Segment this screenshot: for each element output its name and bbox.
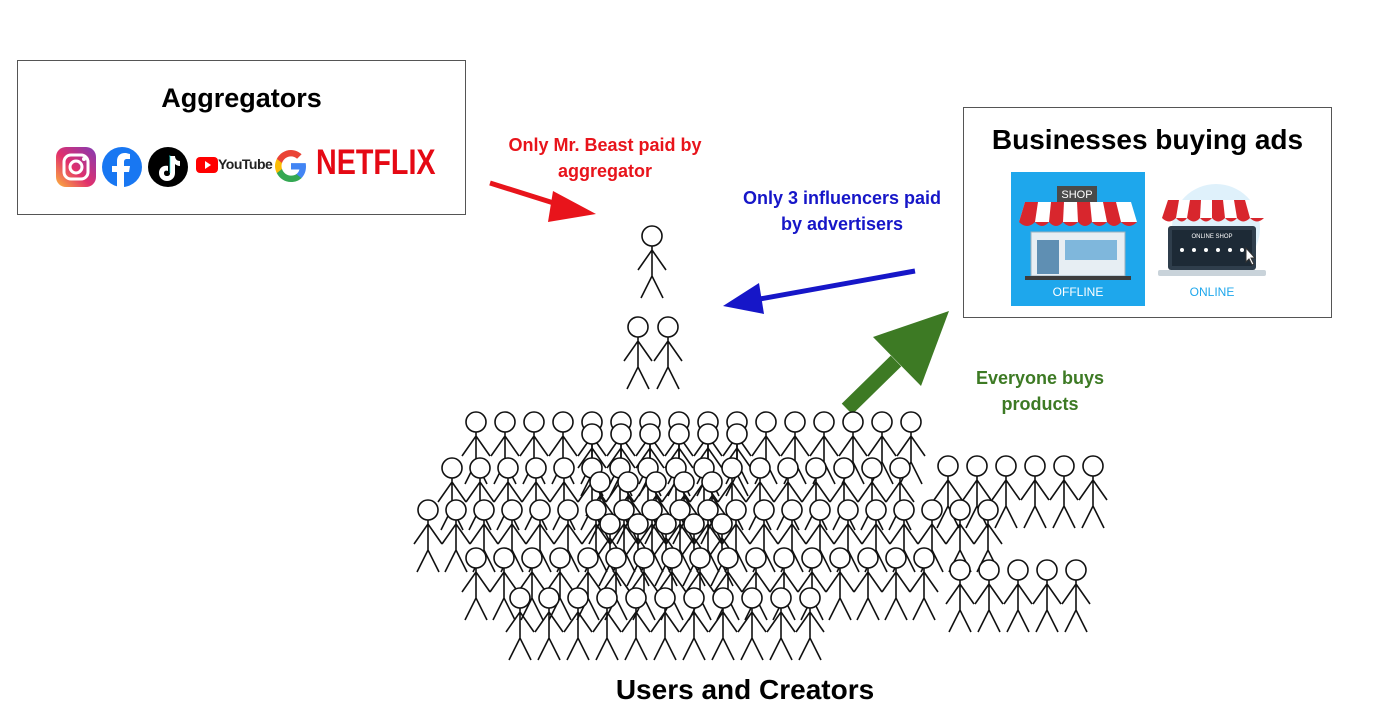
stick-figure xyxy=(1020,455,1050,529)
everyone-buys-label: Everyone buys products xyxy=(975,368,1105,414)
stick-figure xyxy=(1049,455,1079,529)
stick-figure xyxy=(581,499,611,573)
instagram-icon xyxy=(56,147,96,187)
influencers-label: Only 3 influencers paid by advertisers xyxy=(742,188,942,234)
stick-figure xyxy=(933,455,963,529)
stick-figure xyxy=(577,423,607,497)
offline-label: OFFLINE xyxy=(1053,285,1104,299)
stick-figure xyxy=(553,499,583,573)
stick-figure xyxy=(548,411,578,485)
stick-figure xyxy=(505,587,535,661)
stick-figure xyxy=(413,499,443,573)
blue-arrow xyxy=(723,268,916,314)
stick-figure xyxy=(974,559,1004,633)
stick-figure xyxy=(867,411,897,485)
stick-figure xyxy=(909,547,939,621)
mr-beast-label: Only Mr. Beast paid by aggregator xyxy=(508,135,702,181)
shop-sign: SHOP xyxy=(1061,189,1092,201)
stick-figure xyxy=(517,547,547,621)
stick-figure xyxy=(917,499,947,573)
netflix-logo: NETFLIX xyxy=(316,143,436,182)
stick-figure xyxy=(795,587,825,661)
stick-figure xyxy=(545,547,575,621)
stick-figure xyxy=(679,587,709,661)
stick-figure xyxy=(592,587,622,661)
stick-figure-influencer xyxy=(653,316,683,390)
stick-figure xyxy=(693,499,723,573)
youtube-icon xyxy=(196,157,218,173)
stick-figure xyxy=(665,499,695,573)
users-and-creators-title: Users and Creators xyxy=(615,674,875,705)
stick-figure xyxy=(563,587,593,661)
stick-figure xyxy=(766,587,796,661)
stick-figure xyxy=(777,499,807,573)
stick-figure xyxy=(629,547,659,621)
stick-figure xyxy=(1078,455,1108,529)
youtube-wordmark: YouTube xyxy=(218,156,273,172)
stick-figure xyxy=(945,559,975,633)
stick-figure xyxy=(1003,559,1033,633)
stick-figure xyxy=(861,499,891,573)
stick-figure xyxy=(769,547,799,621)
stick-figure xyxy=(809,411,839,485)
stick-figure xyxy=(833,499,863,573)
google-icon xyxy=(275,150,306,182)
stick-figure xyxy=(465,457,495,531)
stick-figure xyxy=(749,499,779,573)
stick-figure xyxy=(657,547,687,621)
stick-figure xyxy=(497,499,527,573)
stick-figure xyxy=(881,547,911,621)
aggregators-box: Aggregators YouTube xyxy=(17,60,466,215)
stick-figure xyxy=(1032,559,1062,633)
stick-figure xyxy=(469,499,499,573)
offline-shop-icon: SHOP OFFLINE xyxy=(1011,172,1145,306)
stick-figure xyxy=(797,547,827,621)
stick-figure xyxy=(637,499,667,573)
stick-figure xyxy=(1061,559,1091,633)
stick-figure xyxy=(737,587,767,661)
stick-figure xyxy=(838,411,868,485)
stick-figure xyxy=(609,499,639,573)
stick-figure xyxy=(853,547,883,621)
stick-figure xyxy=(991,455,1021,529)
stick-figure xyxy=(461,411,491,485)
stick-figure xyxy=(962,455,992,529)
stick-figure xyxy=(685,547,715,621)
stick-figure xyxy=(713,547,743,621)
stick-figure xyxy=(621,587,651,661)
stick-figure-top xyxy=(637,225,667,299)
stick-figure xyxy=(650,587,680,661)
facebook-icon xyxy=(102,147,142,187)
stick-figure xyxy=(461,547,491,621)
online-shop-icon: ONLINE SHOP ONLINE xyxy=(1158,184,1266,299)
stick-figure xyxy=(825,547,855,621)
aggregators-title: Aggregators xyxy=(161,83,322,113)
stick-figure xyxy=(489,547,519,621)
stick-figure xyxy=(441,499,471,573)
online-shop-sign: ONLINE SHOP xyxy=(1191,234,1232,240)
stick-figure xyxy=(595,513,625,587)
stick-figure xyxy=(896,411,926,485)
stick-figure xyxy=(708,587,738,661)
online-label: ONLINE xyxy=(1190,285,1235,299)
stick-figure xyxy=(805,499,835,573)
businesses-box: Businesses buying ads SHOP OFFLINE xyxy=(963,107,1332,318)
stick-figure xyxy=(534,587,564,661)
tiktok-icon xyxy=(148,147,188,187)
stick-figure xyxy=(741,547,771,621)
businesses-title: Businesses buying ads xyxy=(991,124,1304,155)
stick-figure xyxy=(549,457,579,531)
green-arrow xyxy=(841,311,949,415)
red-arrow xyxy=(489,180,596,222)
stick-figure xyxy=(857,457,887,531)
stick-figure-influencer xyxy=(623,316,653,390)
